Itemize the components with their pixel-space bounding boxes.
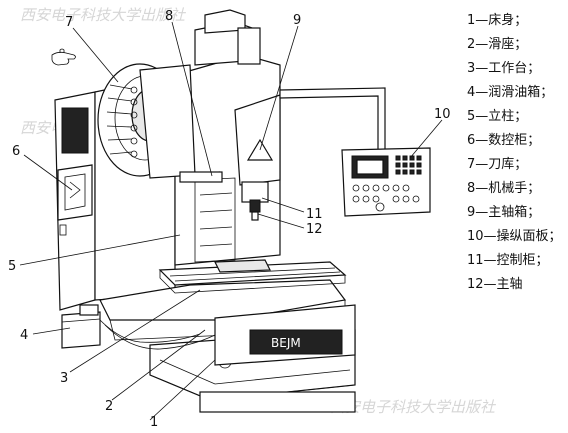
manipulator: [179, 171, 223, 183]
callout-7: 7: [65, 15, 73, 30]
callout-5: 5: [8, 259, 16, 274]
watermark-text: 西安电子科技大学出版社: [330, 398, 497, 416]
cnc-cabinet: [57, 164, 93, 236]
hand-pointer-icon: [51, 48, 76, 66]
callout-2: 2: [105, 399, 113, 414]
watermark-text: 西安电子科技大学出版社: [20, 6, 187, 24]
legend-item: 9—主轴箱；: [467, 204, 540, 220]
lubrication-oil-tank: [61, 304, 101, 349]
callout-11: 11: [306, 207, 323, 222]
cable-line: [99, 319, 201, 343]
saddle: [99, 279, 356, 366]
z-axis-drive: [194, 9, 261, 66]
parts-legend: 1—床身； 2—滑座； 3—工作台； 4—润滑油箱； 5—立柱； 6—数控柜； …: [467, 12, 562, 292]
callout-6: 6: [12, 144, 20, 159]
legend-item: 2—滑座；: [467, 37, 527, 52]
legend-item: 12—主轴: [467, 277, 523, 292]
legend-item: 11—控制柜；: [467, 253, 549, 268]
callout-12: 12: [306, 222, 323, 237]
tool-magazine: [97, 63, 196, 179]
legend-item: 1—床身；: [467, 12, 527, 28]
legend-item: 5—立柱；: [467, 109, 527, 124]
cable-line: [104, 324, 216, 350]
callout-10: 10: [434, 107, 451, 122]
legend-item: 6—数控柜；: [467, 133, 540, 148]
spindle: [249, 199, 261, 221]
operation-panel: [341, 147, 431, 217]
leader-lines: [19, 21, 443, 421]
callout-4: 4: [20, 328, 28, 343]
brand-plate-text: BEJM: [271, 336, 301, 350]
legend-item: 8—机械手；: [467, 181, 540, 196]
callout-1: 1: [150, 415, 158, 429]
spindle-box: [234, 94, 281, 203]
worktable: [158, 259, 347, 294]
legend-item: 3—工作台；: [467, 61, 540, 76]
legend-item: 7—刀库；: [467, 156, 527, 172]
callout-9: 9: [293, 13, 301, 28]
legend-item: 10—操纵面板；: [467, 228, 562, 244]
legend-item: 4—润滑油箱；: [467, 84, 553, 100]
callout-8: 8: [165, 9, 173, 24]
pendant-arm: [279, 87, 386, 151]
callout-3: 3: [60, 371, 68, 386]
